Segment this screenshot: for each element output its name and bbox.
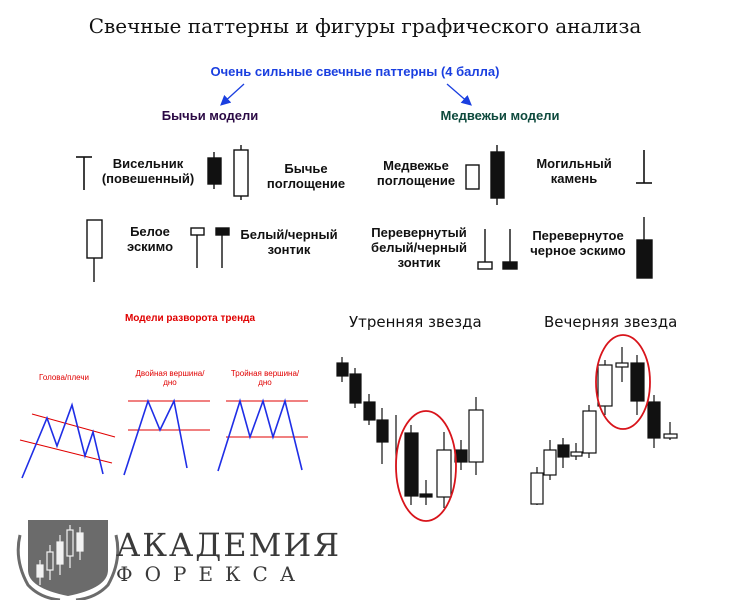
evening-star-title: Вечерняя звезда [544,313,678,331]
morning-star-highlight [395,410,457,522]
candle-hanging-man [76,156,92,190]
chart-evening-star [530,347,678,505]
label-bullish-engulfing: Бычье поглощение [266,161,346,191]
logo-text-line1: АКАДЕМИЯ [116,526,342,564]
candles-bearish-engulfing [465,145,505,205]
candle-white-eskimo [86,219,103,282]
reversal-models-title: Модели разворота тренда [124,313,256,324]
arrow-to-bearish [446,83,472,106]
label-umbrella-bw: Белый/черный зонтик [240,227,338,257]
label-double-top: Двойная вершина/дно [135,369,205,387]
evening-star-highlight [595,334,651,430]
candles-bullish-engulfing [207,145,249,200]
logo-text-line2: ФОРЕКСА [116,562,307,586]
chart-triple-top [217,398,308,472]
bearish-models-header: Медвежьи модели [440,108,560,123]
page-title: Свечные паттерны и фигуры графического а… [88,14,642,38]
morning-star-title: Утренняя звезда [349,313,482,331]
label-hanging-man: Висельник (повешенный) [101,156,195,186]
label-white-eskimo: Белое эскимо [126,224,174,254]
logo-emblem [16,520,120,600]
label-head-shoulders: Голова/плечи [39,373,89,382]
label-gravestone: Могильный камень [536,156,612,186]
label-inverted-umbrella: Перевернутый белый/черный зонтик [371,225,467,270]
strong-patterns-title: Очень сильные свечные паттерны (4 балла) [210,64,500,79]
chart-double-top [123,398,210,476]
chart-head-shoulders [19,402,116,479]
candle-inverted-black-eskimo [636,217,653,279]
label-bearish-engulfing: Медвежье поглощение [376,158,456,188]
label-inverted-black-eskimo: Перевернутое черное эскимо [530,228,626,258]
chart-morning-star [336,357,484,508]
candles-umbrella [190,227,230,268]
arrow-to-bullish [220,83,245,106]
candle-gravestone [636,150,652,184]
candles-inverted-umbrella [477,229,518,270]
bullish-models-header: Бычьи модели [161,108,259,123]
label-triple-top: Тройная вершина/дно [230,369,300,387]
